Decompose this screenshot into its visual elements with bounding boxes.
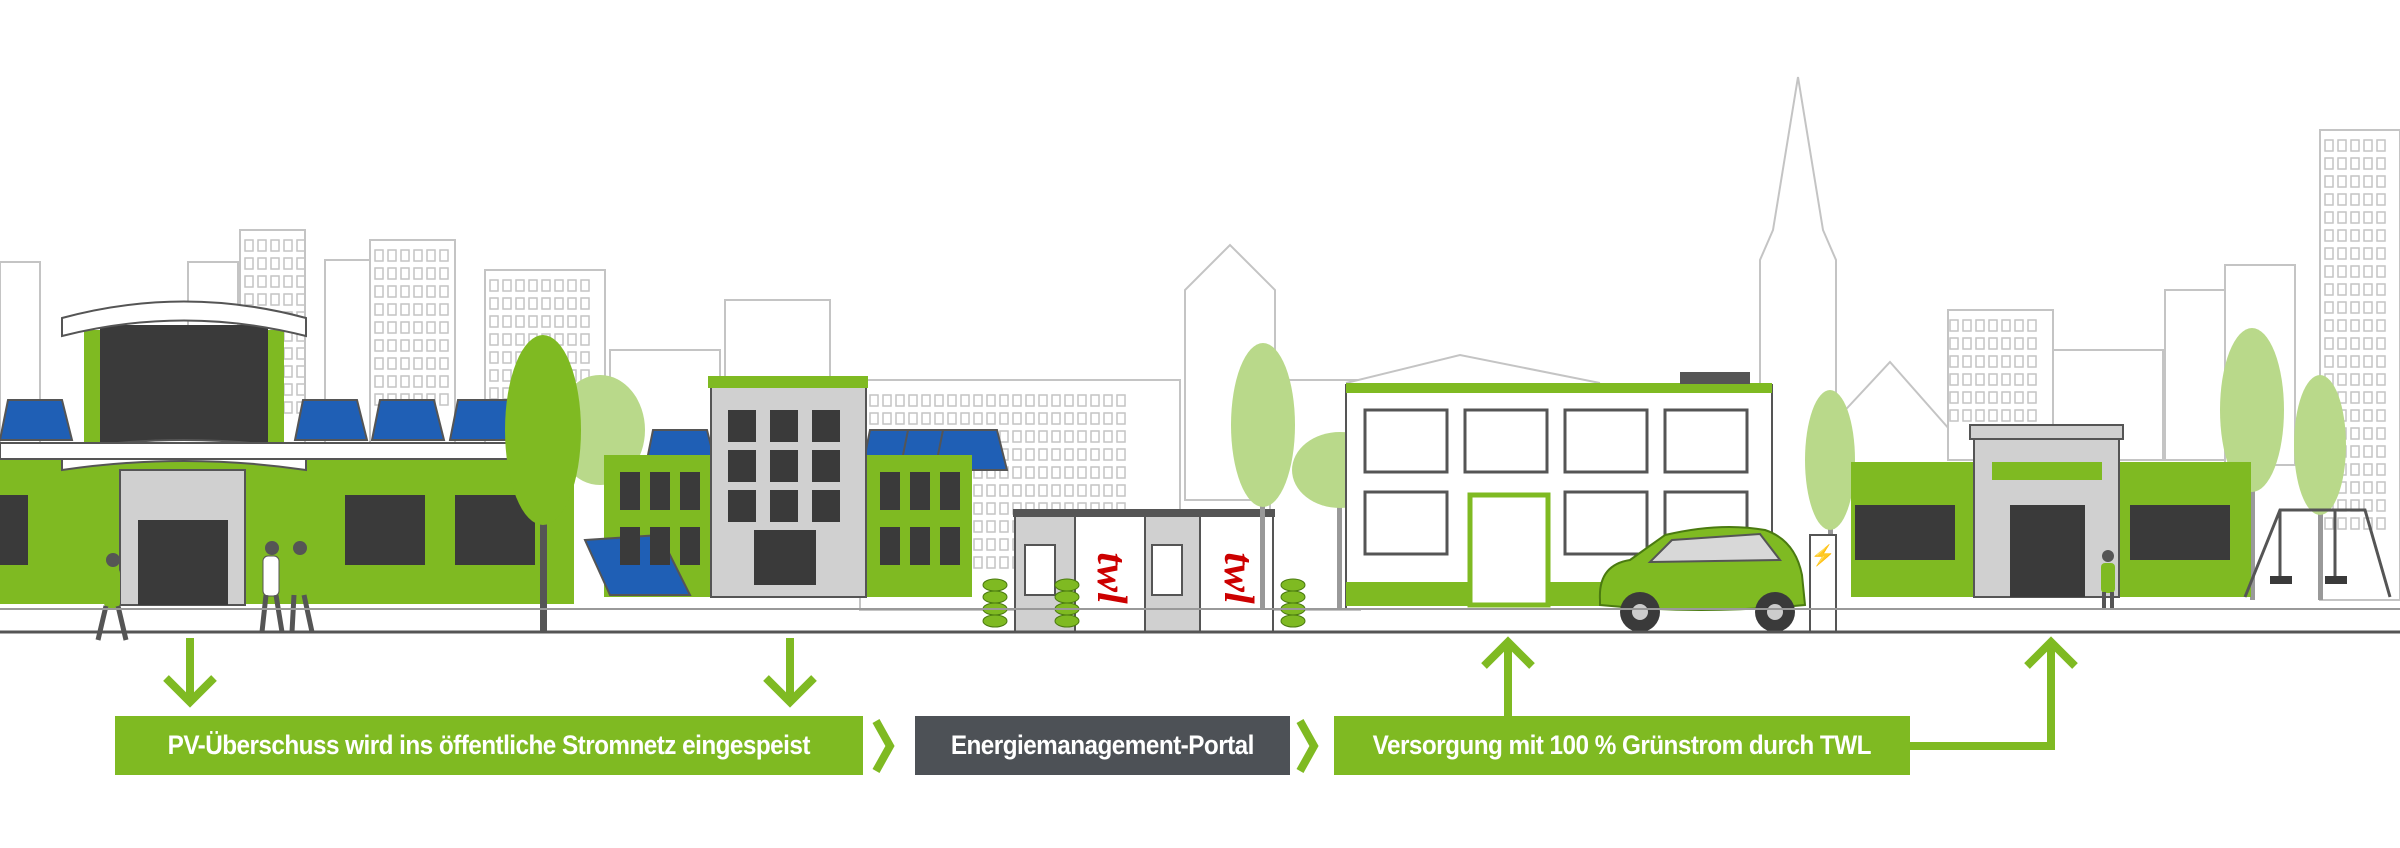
energy-portal-step: Energiemanagement-Portal [915,716,1290,775]
electric-car: ⚡ [1598,525,1837,633]
energy-portal-label: Energiemanagement-Portal [950,730,1255,760]
mall-building [0,300,575,606]
arrow-down-icon [763,638,817,708]
twl-logo: twl [1088,552,1134,604]
twl-logo: twl [1215,552,1261,604]
transformer-station: twl twl [982,509,1306,633]
solar-panel [0,399,74,441]
green-power-label: Versorgung mit 100 % Grünstrom durch TWL [1372,730,1872,760]
pv-surplus-label: PV-Überschuss wird ins öffentliche Strom… [167,730,811,760]
solar-panel [370,399,446,441]
arrow-up-icon [1905,636,2078,750]
pedestrians [95,541,2115,641]
arrow-down-icon [163,638,217,708]
swing-set [2243,508,2392,598]
lightning-icon: ⚡ [1811,543,1836,567]
arrow-up-icon [1481,636,1535,718]
solar-panels [0,399,1009,471]
chevron-right-icon [872,719,895,773]
pv-surplus-step: PV-Überschuss wird ins öffentliche Strom… [115,716,863,775]
green-power-step: Versorgung mit 100 % Grünstrom durch TWL [1334,716,1910,775]
solar-panel [293,399,369,441]
chevron-right-icon [1296,719,1319,773]
green-commercial-building [1851,424,2392,598]
